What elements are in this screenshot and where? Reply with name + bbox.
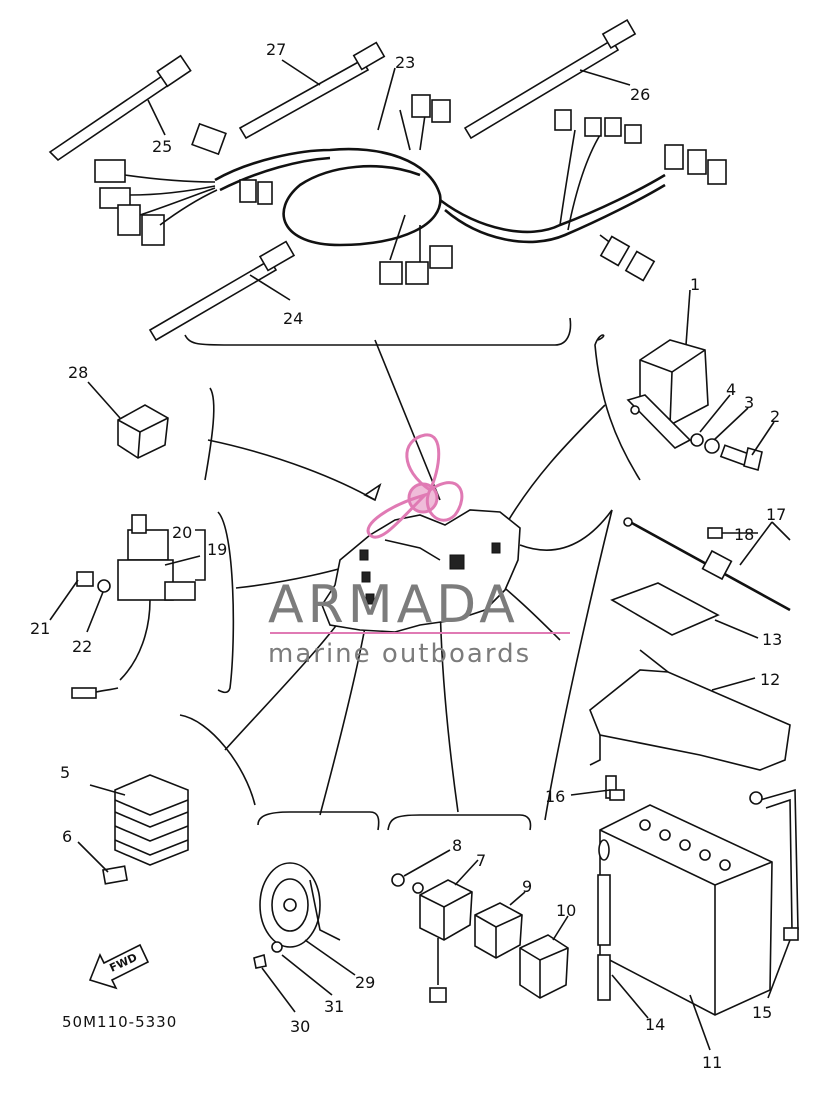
callout-8: 8 xyxy=(452,836,462,855)
callout-15: 15 xyxy=(752,1003,772,1022)
battery-cover xyxy=(589,649,791,771)
main-switch xyxy=(71,514,196,699)
callouts: 1 2 3 4 5 6 7 8 9 10 11 12 13 14 15 16 1… xyxy=(30,40,786,1072)
callout-13: 13 xyxy=(762,630,782,649)
engine-outline xyxy=(321,483,521,633)
clamp-16 xyxy=(605,775,625,801)
armada-logo xyxy=(366,433,464,539)
cable-tie-27 xyxy=(238,41,386,140)
callout-19: 19 xyxy=(207,540,227,559)
relay-9 xyxy=(474,902,523,959)
callout-12: 12 xyxy=(760,670,780,689)
wire-harness xyxy=(94,94,727,285)
callout-20: 20 xyxy=(172,523,192,542)
battery-cable-15 xyxy=(749,788,799,941)
forward-arrow: FWD xyxy=(88,943,150,990)
callout-16: 16 xyxy=(545,787,565,806)
callout-11: 11 xyxy=(702,1053,722,1072)
callout-24: 24 xyxy=(283,309,303,328)
breather-pipe-14 xyxy=(597,839,611,1001)
callout-10: 10 xyxy=(556,901,576,920)
cable-tie-26 xyxy=(463,18,637,140)
watermark: ARMADA marine outboards xyxy=(268,433,570,669)
callout-31: 31 xyxy=(324,997,344,1016)
leader-lines xyxy=(49,59,791,1051)
callout-9: 9 xyxy=(522,877,532,896)
washer-4 xyxy=(690,433,704,447)
callout-21: 21 xyxy=(30,619,50,638)
battery xyxy=(599,804,773,1016)
cable-tie-25 xyxy=(48,54,192,162)
relay-28 xyxy=(117,404,169,459)
washer-3 xyxy=(704,438,720,454)
bolt-2 xyxy=(719,444,763,472)
callout-30: 30 xyxy=(290,1017,310,1036)
pad-13 xyxy=(610,582,720,636)
callout-3: 3 xyxy=(744,393,754,412)
callout-4: 4 xyxy=(726,380,736,399)
horn xyxy=(253,862,341,969)
callout-1: 1 xyxy=(690,275,700,294)
diagram-code: 50M110-5330 xyxy=(62,1013,177,1031)
callout-27: 27 xyxy=(266,40,286,59)
cdi-unit xyxy=(626,339,709,449)
callout-17: 17 xyxy=(766,505,786,524)
callout-2: 2 xyxy=(770,407,780,426)
callout-28: 28 xyxy=(68,363,88,382)
callout-25: 25 xyxy=(152,137,172,156)
callout-29: 29 xyxy=(355,973,375,992)
callout-23: 23 xyxy=(395,53,415,72)
callout-22: 22 xyxy=(72,637,92,656)
callout-5: 5 xyxy=(60,763,70,782)
cable-tie-24 xyxy=(148,240,296,342)
watermark-tagline: marine outboards xyxy=(268,639,531,669)
callout-18: 18 xyxy=(734,525,754,544)
callout-6: 6 xyxy=(62,827,72,846)
callout-7: 7 xyxy=(476,851,486,870)
callout-14: 14 xyxy=(645,1015,665,1034)
relay-10 xyxy=(519,934,569,999)
watermark-brand: ARMADA xyxy=(268,575,519,635)
battery-band-17 xyxy=(623,517,791,612)
callout-26: 26 xyxy=(630,85,650,104)
starter-relay-7 xyxy=(391,873,473,1003)
rectifier-regulator xyxy=(102,774,189,885)
